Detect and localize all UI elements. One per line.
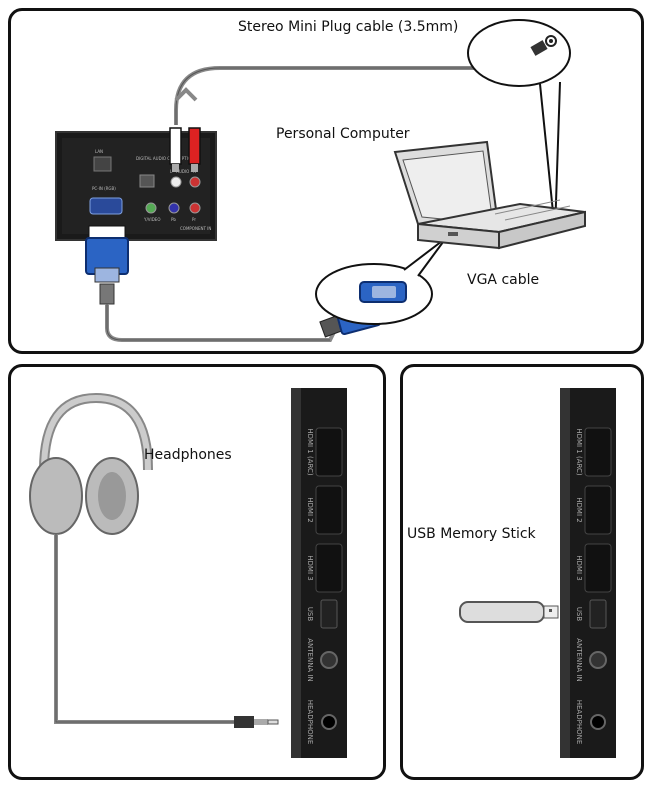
pb-label: Pb [171, 217, 176, 222]
mini-plug-zoom-bubble [467, 19, 571, 233]
hdmi3-label-right: HDMI 3 [575, 555, 583, 580]
rca-plugs [169, 127, 201, 172]
audio-lr-label: L - AUDIO - R [170, 169, 196, 174]
headphone-port-label-right: HEADPHONE [575, 700, 583, 745]
stereo-cable-label: Stereo Mini Plug cable (3.5mm) [238, 19, 459, 35]
usb-memory-stick-label: USB Memory Stick [407, 526, 536, 542]
vga-zoom-bubble [315, 237, 447, 325]
panel-headphones [8, 364, 386, 780]
headphone-plug [234, 716, 279, 728]
panel-usb [400, 364, 644, 780]
hdmi2-label-right: HDMI 2 [575, 497, 583, 522]
usb-stick-illustration [459, 601, 559, 623]
component-in-label: COMPONENT IN [180, 226, 211, 231]
usb-label-left: USB [306, 607, 314, 622]
vga-cable [105, 304, 336, 342]
laptop-illustration [393, 140, 586, 250]
y-video-label: Y/VIDEO [143, 217, 160, 222]
tv-side-panel-left: HDMI 1 (ARC) HDMI 2 HDMI 3 USB ANTENNA I… [291, 388, 347, 758]
antenna-label-left: ANTENNA IN [306, 638, 314, 682]
vga-cable-label: VGA cable [467, 272, 540, 288]
personal-computer-label: Personal Computer [276, 126, 410, 142]
antenna-label-right: ANTENNA IN [575, 638, 583, 682]
optical-label: DIGITAL AUDIO OUT (OPTICAL) [136, 156, 198, 161]
hdmi1-label-left: HDMI 1 (ARC) [306, 428, 314, 476]
lan-port-label: LAN [95, 149, 103, 154]
headphones-label: Headphones [144, 447, 232, 463]
pr-label: Pr [192, 217, 196, 222]
tv-side-panel-right: HDMI 1 (ARC) HDMI 2 HDMI 3 USB ANTENNA I… [560, 388, 616, 758]
tv-rear-panel: LAN PC-IN (RGB) DIGITAL AUDIO OUT (OPTIC… [55, 131, 217, 241]
usb-label-right: USB [575, 607, 583, 622]
vga-plug-tv [85, 225, 129, 305]
hdmi3-label-left: HDMI 3 [306, 555, 314, 580]
headphone-port-label-left: HEADPHONE [306, 700, 314, 745]
headphones-illustration [29, 392, 153, 535]
hdmi2-label-left: HDMI 2 [306, 497, 314, 522]
pc-in-label: PC-IN (RGB) [92, 186, 116, 191]
hdmi1-label-right: HDMI 1 (ARC) [575, 428, 583, 476]
